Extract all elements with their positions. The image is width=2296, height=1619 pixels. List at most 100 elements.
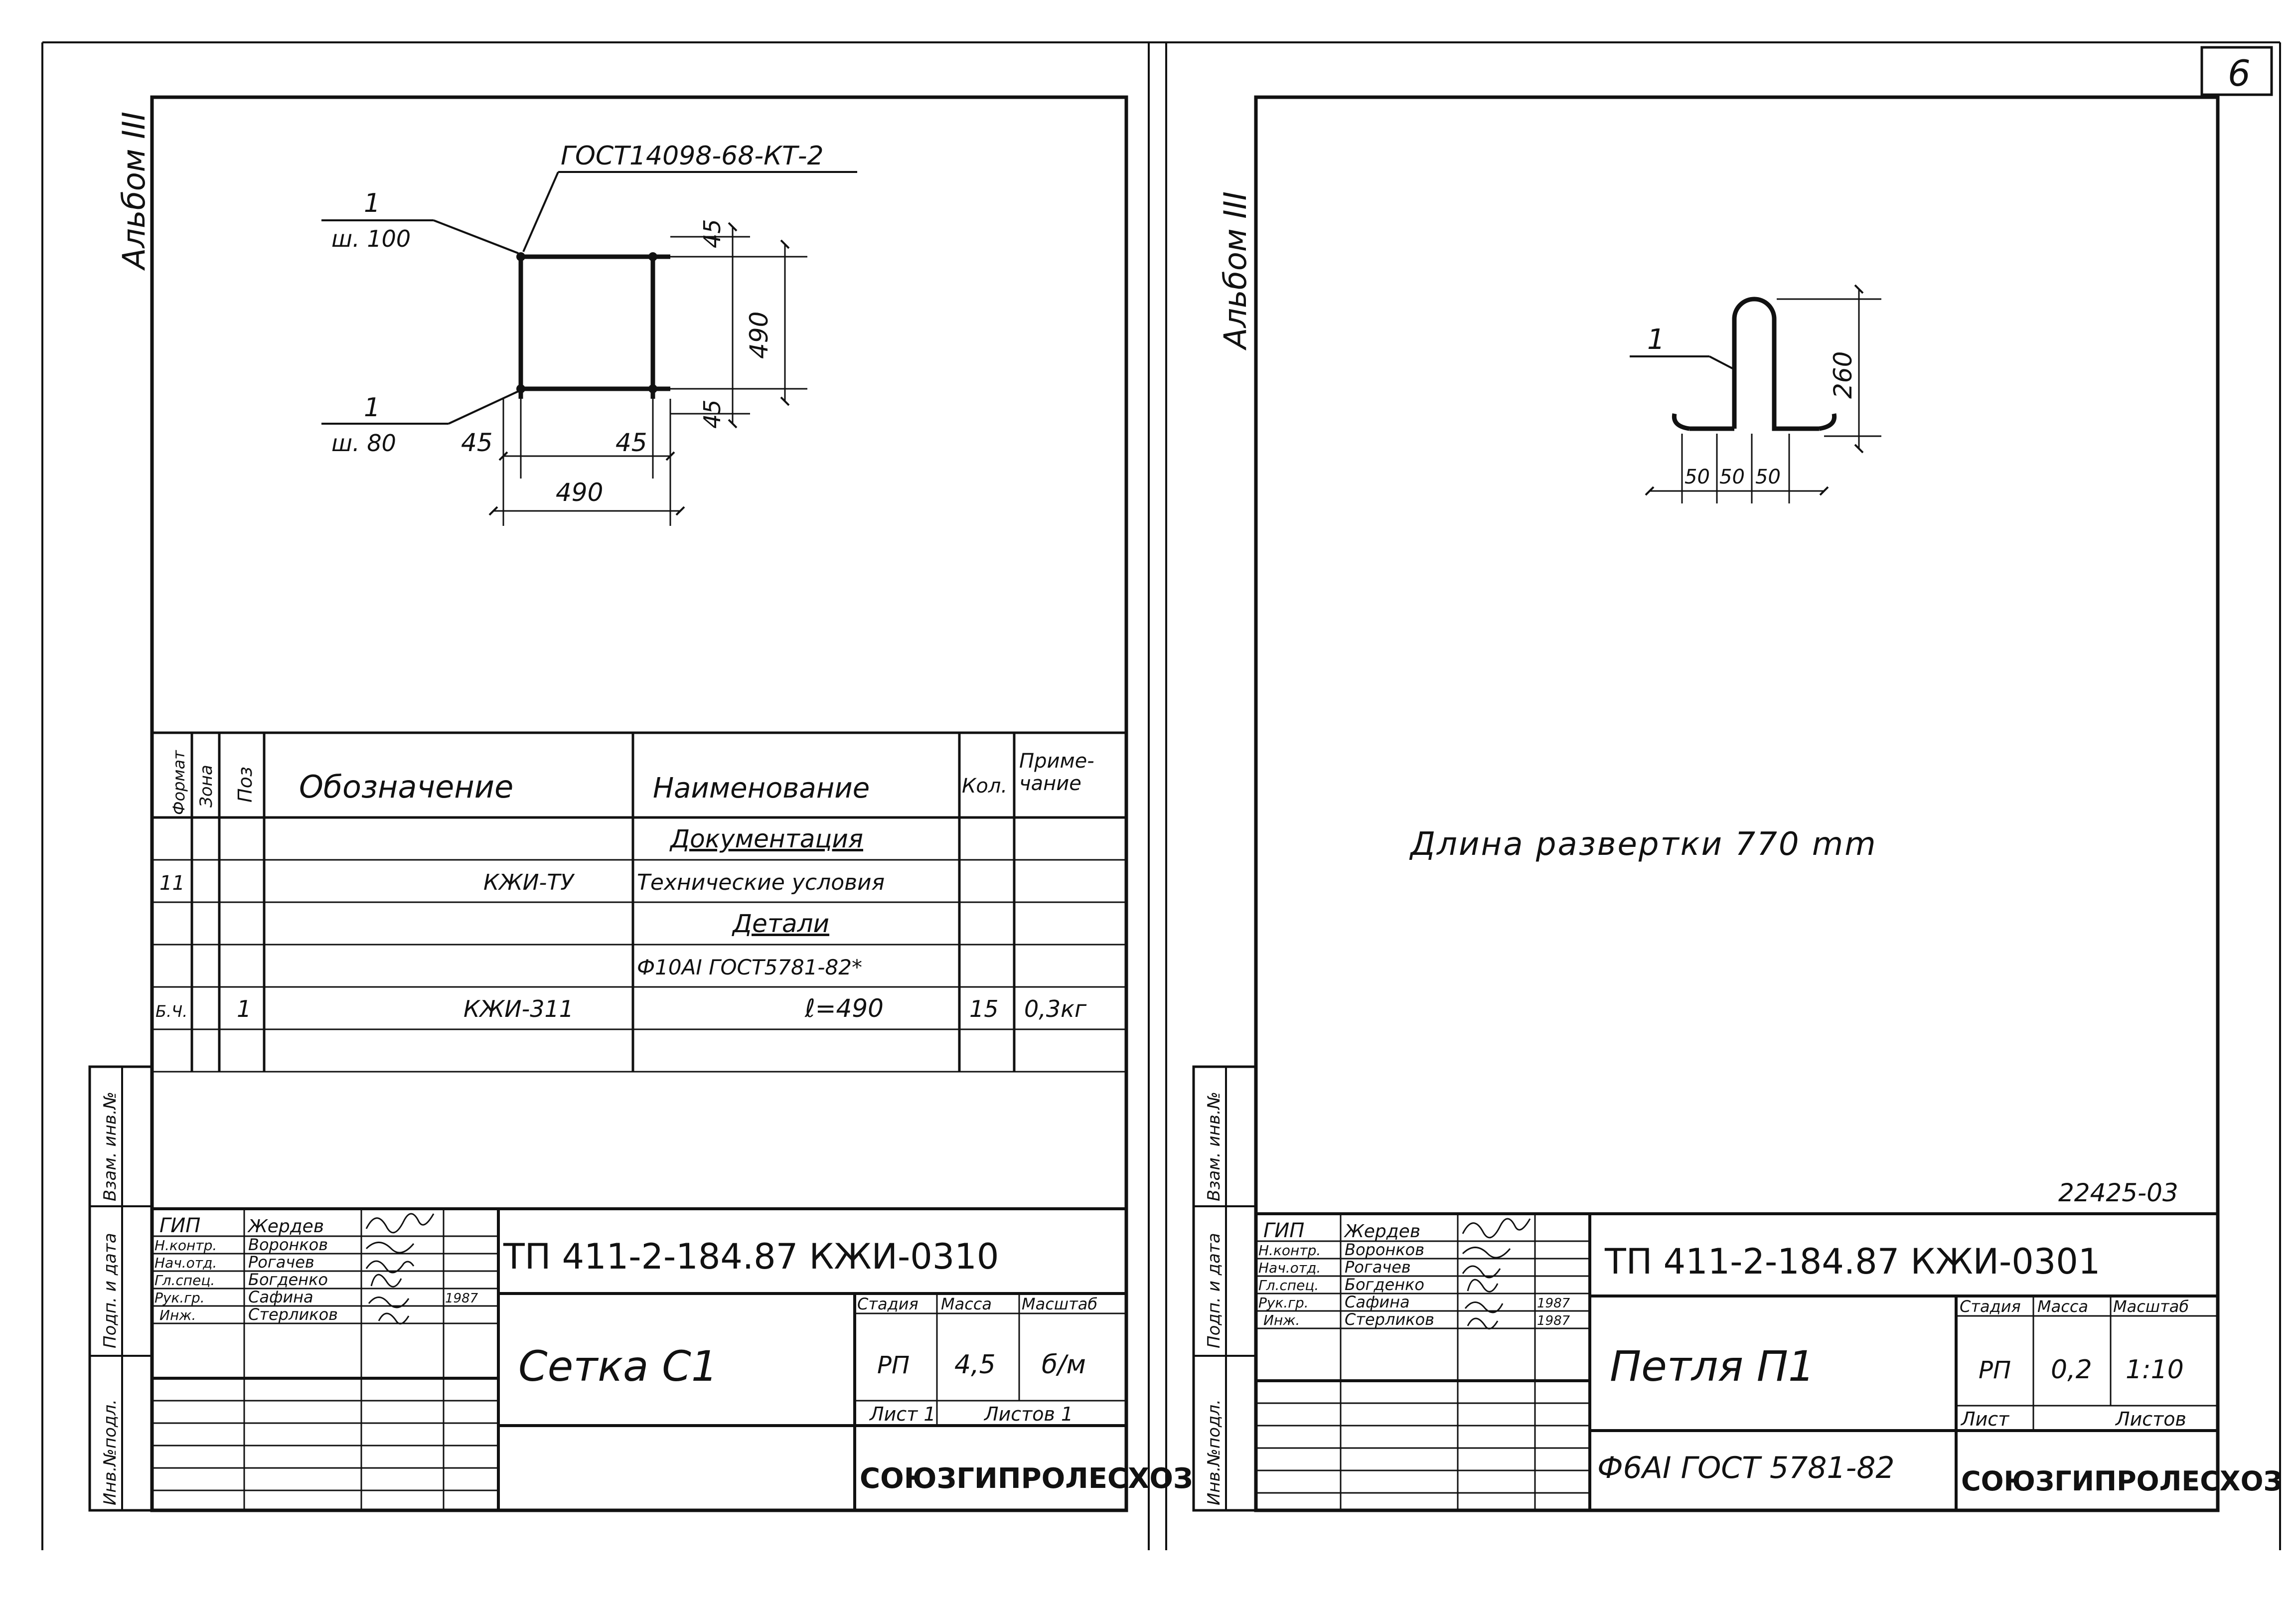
spec-row: Ф10АI ГОСТ5781-82* <box>637 955 862 979</box>
spec-table: Формат Зона Поз Обозначение Наименование… <box>152 731 1126 1073</box>
signature-marks <box>1462 1218 1531 1330</box>
spec-header-format: Формат <box>169 750 188 815</box>
tb-person-row: Инж. Стерликов <box>159 1305 338 1324</box>
dim-45-bottom: 45 <box>699 399 726 429</box>
dim-45-right: 45 <box>615 428 647 457</box>
spec-row-name: ℓ=490 <box>804 994 884 1023</box>
tb-org: СОЮЗГИПРОЛЕСХОЗ <box>1961 1465 2283 1497</box>
spec-row-pos: 1 <box>237 995 251 1022</box>
stamp-podp: Подп. и дата <box>1204 1233 1224 1348</box>
loop-dim-c: 50 <box>1755 466 1781 488</box>
tb-name: Сафина <box>1345 1293 1410 1311</box>
tb-role: Н.контр. <box>1258 1242 1321 1259</box>
spec-row-name: Ф10АI ГОСТ5781-82* <box>637 955 862 979</box>
spec-row-note: 0,3кг <box>1024 995 1087 1022</box>
tb-name: Жердев <box>1344 1221 1420 1242</box>
left-frame <box>150 95 1128 1512</box>
leader-bottom-pos: 1 <box>364 393 380 423</box>
spec-row: 11 КЖИ-ТУ Технические условия <box>159 870 885 895</box>
tb-year: 1987 <box>1537 1296 1570 1311</box>
tb-name: Воронков <box>248 1235 328 1254</box>
stamp-vzam: Взам. инв.№ <box>1204 1092 1224 1201</box>
tb-mass: 0,2 <box>2051 1355 2092 1385</box>
tb-mass-label: Масса <box>2037 1297 2088 1316</box>
tb-person-row: Инж. Стерликов 1987 <box>1263 1310 1570 1329</box>
tb-name: Рогачев <box>248 1253 314 1272</box>
leader-top-pos: 1 <box>364 188 380 218</box>
spec-row-name: Детали <box>732 909 829 938</box>
tb-name: Стерликов <box>248 1305 338 1324</box>
tb-title: Петля П1 <box>1610 1342 1815 1391</box>
tb-year-2: 1987 <box>1537 1313 1570 1328</box>
tb-stage-label: Стадия <box>1960 1297 2021 1316</box>
dim-45-top: 45 <box>699 219 726 248</box>
tb-role: Нач.отд. <box>154 1255 217 1271</box>
tb-role: Гл.спец. <box>1258 1277 1319 1294</box>
left-sheet: Альбом III ГОСТ14098-68-КТ-2 <box>88 95 1193 1512</box>
tb-role: ГИП <box>159 1214 200 1237</box>
tb-sheet: Лист 1 <box>869 1403 936 1425</box>
spec-row-name: Технические условия <box>637 870 885 895</box>
stamp-inv: Инв.№подл. <box>100 1399 120 1505</box>
spec-header-qty: Кол. <box>962 775 1007 798</box>
tb-name: Богденко <box>1345 1275 1424 1294</box>
tb-name: Жердев <box>247 1216 324 1237</box>
spec-row: Детали <box>732 909 829 938</box>
tb-person-row: Рук.гр. Сафина 1987 <box>1258 1293 1570 1311</box>
tb-name: Воронков <box>1345 1240 1424 1259</box>
outer-frame <box>41 41 2281 1550</box>
right-title-block: ГИП Жердев Н.контр. Воронков Нач.отд. Ро… <box>1256 1212 2283 1510</box>
tb-mass: 4,5 <box>954 1350 996 1380</box>
spec-header-pos: Поз <box>234 767 256 803</box>
spec-row-designation: КЖИ-ТУ <box>483 870 575 895</box>
loop-dim-b: 50 <box>1719 466 1745 488</box>
loop-leader-pos: 1 <box>1647 324 1665 356</box>
tb-name: Стерликов <box>1345 1310 1434 1329</box>
right-frame <box>1254 95 2220 1512</box>
tb-person-row: ГИП Жердев <box>1263 1219 1420 1242</box>
standard-ref-label: ГОСТ14098-68-КТ-2 <box>561 141 824 171</box>
tb-name: Сафина <box>248 1288 313 1306</box>
dim-490-bottom: 490 <box>556 478 603 507</box>
spec-row-name: Документация <box>669 824 863 853</box>
tb-person-row: Н.контр. Воронков <box>154 1235 328 1254</box>
loop-drawing: 1 260 50 50 50 <box>1630 284 1881 503</box>
tb-stage-label: Стадия <box>857 1295 918 1313</box>
doc-code: 22425-03 <box>2058 1178 2178 1207</box>
unfold-length: Длина развертки 770 mm <box>1409 826 1877 863</box>
tb-code: ТП 411-2-184.87 КЖИ-0310 <box>503 1236 999 1277</box>
loop-dim-a: 50 <box>1684 466 1710 488</box>
loop-dim-height: 260 <box>1829 351 1857 399</box>
tb-person-row: Гл.спец. Богденко <box>154 1270 328 1289</box>
sheet-number: 6 <box>2228 52 2251 94</box>
tb-mass-label: Масса <box>941 1295 992 1313</box>
stamp-vzam: Взам. инв.№ <box>100 1092 120 1201</box>
tb-person-row: Нач.отд. Рогачев <box>1258 1258 1411 1277</box>
tb-material: Ф6АI ГОСТ 5781-82 <box>1597 1451 1895 1485</box>
tb-role: Гл.спец. <box>154 1272 215 1289</box>
tb-role: Рук.гр. <box>1258 1295 1309 1311</box>
leader-top-step: ш. 100 <box>331 225 411 252</box>
left-side-stamp: Взам. инв.№ Подп. и дата Инв.№подл. <box>88 1065 153 1512</box>
tb-role: Рук.гр. <box>154 1290 205 1306</box>
tb-person-row: Гл.спец. Богденко <box>1258 1275 1424 1294</box>
spec-header-zone: Зона <box>196 765 216 808</box>
sheet-number-box: 6 <box>2200 46 2273 96</box>
tb-name: Богденко <box>248 1270 328 1289</box>
tb-year: 1987 <box>445 1291 478 1306</box>
left-title-block: ГИП Жердев Н.контр. Воронков Нач.отд. Ро… <box>152 1207 1193 1510</box>
dim-490-side: 490 <box>745 312 773 359</box>
right-side-stamp: Взам. инв.№ Подп. и дата Инв.№подл. <box>1192 1065 1257 1512</box>
tb-person-row: Рук.гр. Сафина 1987 <box>154 1288 478 1306</box>
mesh-drawing: ГОСТ14098-68-КТ-2 1 ш. 100 1 ш. 80 <box>321 141 857 526</box>
tb-scale-label: Масштаб <box>2113 1297 2189 1316</box>
tb-role: Инж. <box>159 1307 196 1323</box>
tb-scale-label: Масштаб <box>1022 1295 1097 1313</box>
stamp-podp: Подп. и дата <box>100 1233 120 1348</box>
tb-title: Сетка С1 <box>518 1342 718 1391</box>
spec-row-format: 11 <box>159 872 185 895</box>
tb-role: ГИП <box>1263 1219 1304 1242</box>
spec-row-designation: КЖИ-311 <box>463 995 574 1022</box>
spec-header-designation: Обозначение <box>299 769 513 805</box>
